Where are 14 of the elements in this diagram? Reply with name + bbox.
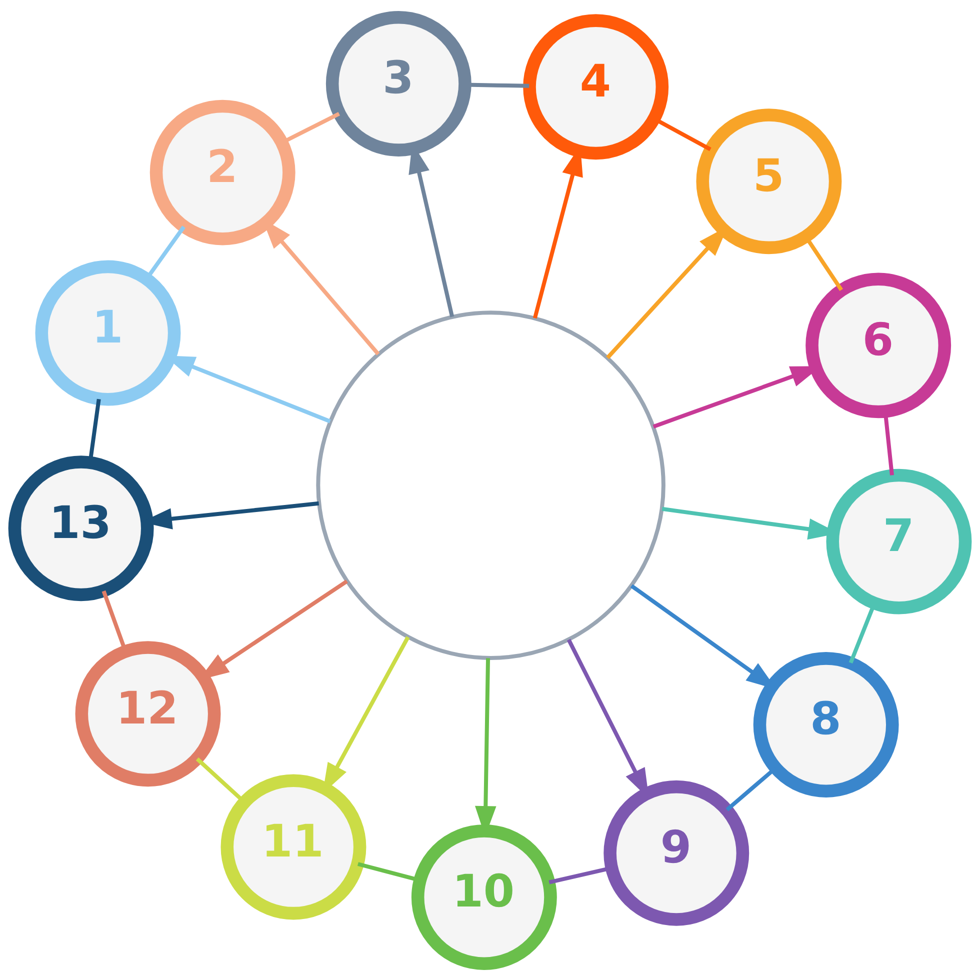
node-circle: 9 xyxy=(604,780,750,926)
node-circle: 3 xyxy=(326,10,472,156)
node-circle: 6 xyxy=(806,272,952,418)
node-circle: 12 xyxy=(75,640,221,786)
node-circle: 10 xyxy=(411,824,557,970)
node-circle: 7 xyxy=(826,468,972,614)
node-circle xyxy=(316,310,666,660)
node-circle: 13 xyxy=(8,455,154,601)
node-circle: 8 xyxy=(753,652,899,798)
node-circle: 1 xyxy=(35,260,181,406)
node-circle: 2 xyxy=(150,99,296,245)
node-circle: 5 xyxy=(696,108,842,254)
node-circle: 4 xyxy=(523,14,669,160)
node-circle: 11 xyxy=(220,774,366,920)
